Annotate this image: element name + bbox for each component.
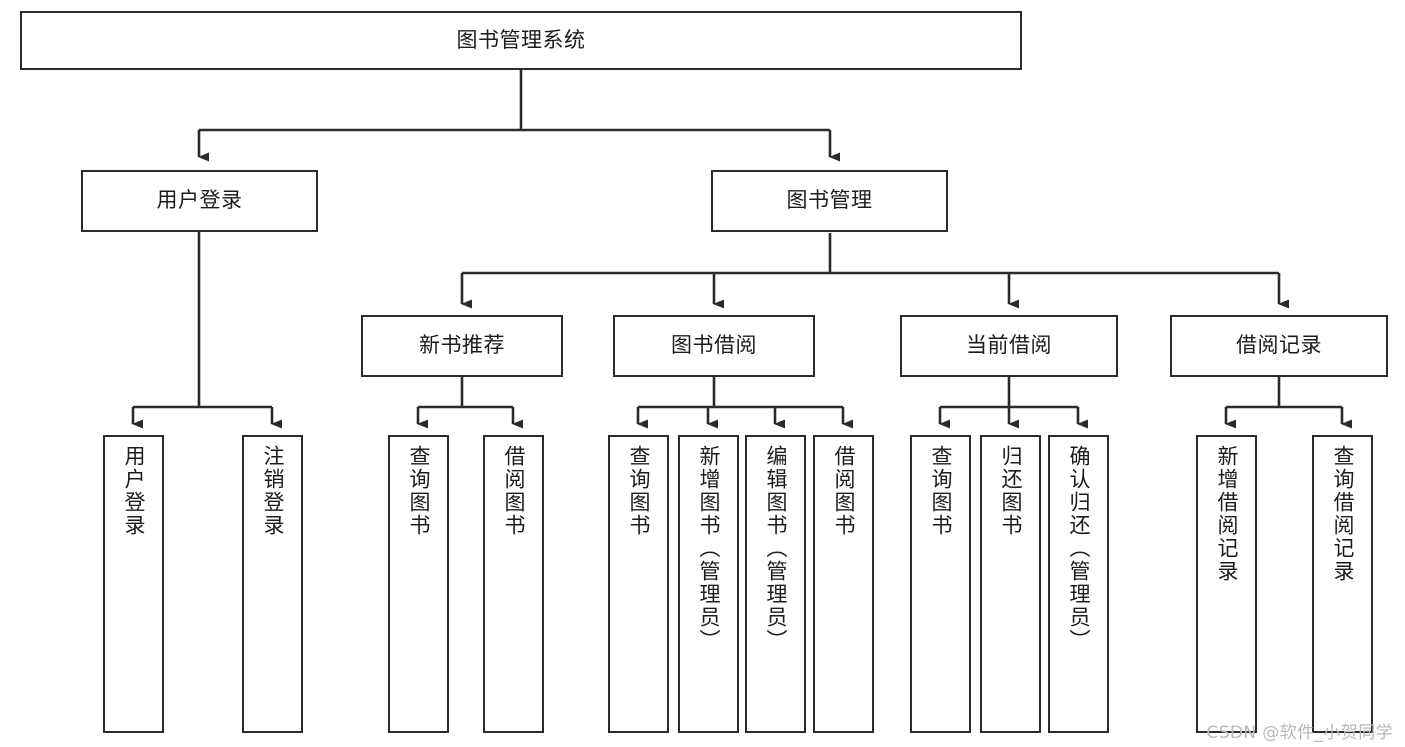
node-borrow-record-label: 借阅记录 <box>1236 333 1322 358</box>
leaf-current-query-book-label: 查询图书 <box>929 445 953 537</box>
node-book-borrow-label: 图书借阅 <box>671 333 757 358</box>
node-book-borrow[interactable]: 图书借阅 <box>613 315 815 377</box>
leaf-borrow-query-book-label: 查询图书 <box>627 445 651 537</box>
leaf-record-query-label: 查询借阅记录 <box>1331 445 1355 583</box>
watermark-text: CSDN @软件_小贺同学 <box>1206 723 1393 743</box>
node-user-login-label: 用户登录 <box>156 188 243 213</box>
leaf-record-add-label: 新增借阅记录 <box>1215 445 1239 583</box>
node-book-management[interactable]: 图书管理 <box>711 170 948 232</box>
leaf-current-return-book[interactable]: 归还图书 <box>980 435 1041 733</box>
leaf-new-book-borrow[interactable]: 借阅图书 <box>483 435 544 733</box>
leaf-new-book-query-label: 查询图书 <box>407 445 431 537</box>
leaf-current-confirm-return-label: 确认归还（管理员） <box>1067 445 1091 652</box>
node-user-login[interactable]: 用户登录 <box>81 170 318 232</box>
leaf-user-login-signin-label: 用户登录 <box>122 445 146 537</box>
leaf-current-return-book-label: 归还图书 <box>999 445 1023 537</box>
leaf-borrow-borrow-book[interactable]: 借阅图书 <box>813 435 874 733</box>
node-root[interactable]: 图书管理系统 <box>20 11 1022 70</box>
leaf-borrow-query-book[interactable]: 查询图书 <box>608 435 669 733</box>
leaf-new-book-borrow-label: 借阅图书 <box>502 445 526 537</box>
leaf-borrow-add-book[interactable]: 新增图书（管理员） <box>678 435 739 733</box>
leaf-user-login-signin[interactable]: 用户登录 <box>103 435 164 733</box>
leaf-record-add[interactable]: 新增借阅记录 <box>1196 435 1257 733</box>
leaf-new-book-query[interactable]: 查询图书 <box>388 435 449 733</box>
leaf-current-confirm-return[interactable]: 确认归还（管理员） <box>1048 435 1109 733</box>
leaf-borrow-add-book-label: 新增图书（管理员） <box>697 445 721 652</box>
leaf-borrow-edit-book-label: 编辑图书（管理员） <box>764 445 788 652</box>
leaf-record-query[interactable]: 查询借阅记录 <box>1312 435 1373 733</box>
leaf-borrow-borrow-book-label: 借阅图书 <box>832 445 856 537</box>
node-new-book-recommend[interactable]: 新书推荐 <box>361 315 563 377</box>
leaf-borrow-edit-book[interactable]: 编辑图书（管理员） <box>745 435 806 733</box>
leaf-user-login-signout[interactable]: 注销登录 <box>242 435 303 733</box>
node-root-label: 图书管理系统 <box>456 27 586 52</box>
node-current-borrow[interactable]: 当前借阅 <box>900 315 1118 377</box>
leaf-user-login-signout-label: 注销登录 <box>261 445 285 537</box>
leaf-current-query-book[interactable]: 查询图书 <box>910 435 971 733</box>
node-current-borrow-label: 当前借阅 <box>966 333 1052 358</box>
node-new-book-recommend-label: 新书推荐 <box>419 333 505 358</box>
node-book-management-label: 图书管理 <box>786 188 873 213</box>
node-borrow-record[interactable]: 借阅记录 <box>1170 315 1388 377</box>
